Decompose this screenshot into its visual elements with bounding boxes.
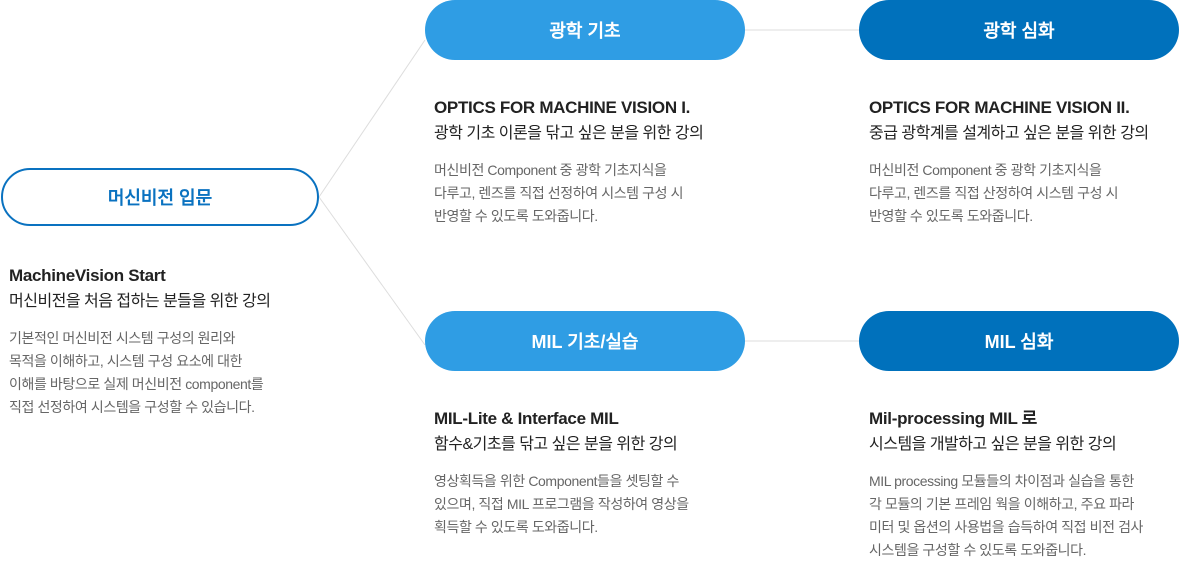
course-description: 머신비전 Component 중 광학 기초지식을 다루고, 렌즈를 직접 선정… (434, 159, 754, 228)
mil-basic-course-button[interactable]: MIL 기초/실습 (425, 311, 745, 371)
desc-line: 목적을 이해하고, 시스템 구성 요소에 대한 (9, 353, 243, 369)
desc-line: 다루고, 렌즈를 직접 선정하여 시스템 구성 시 (434, 185, 684, 201)
course-description: 기본적인 머신비전 시스템 구성의 원리와 목적을 이해하고, 시스템 구성 요… (9, 327, 329, 419)
connector-line (318, 196, 426, 346)
connector-line (318, 39, 426, 198)
mil-advanced-course-button[interactable]: MIL 심화 (859, 311, 1179, 371)
desc-line: 있으며, 직접 MIL 프로그램을 작성하여 영상을 (434, 496, 689, 512)
course-title: OPTICS FOR MACHINE VISION II. (869, 98, 1130, 117)
course-description: MIL processing 모듈들의 차이점과 실습을 통한 각 모듈의 기본… (869, 470, 1179, 562)
course-subtitle: 함수&기초를 닦고 싶은 분을 위한 강의 (434, 436, 678, 453)
desc-line: 획득할 수 있도록 도와줍니다. (434, 519, 598, 535)
course-subtitle: 광학 기초 이론을 닦고 싶은 분을 위한 강의 (434, 125, 704, 142)
intro-course-button[interactable]: 머신비전 입문 (1, 168, 319, 226)
course-description: 영상획득을 위한 Component들을 셋팅할 수 있으며, 직접 MIL 프… (434, 470, 754, 539)
course-title: OPTICS FOR MACHINE VISION I. (434, 98, 691, 117)
optics-basic-course-info: OPTICS FOR MACHINE VISION I. 광학 기초 이론을 닦… (434, 95, 754, 228)
desc-line: 직접 선정하여 시스템을 구성할 수 있습니다. (9, 399, 255, 415)
optics-basic-course-button[interactable]: 광학 기초 (425, 0, 745, 60)
desc-line: MIL processing 모듈들의 차이점과 실습을 통한 (869, 473, 1135, 489)
course-title: MachineVision Start (9, 266, 166, 285)
desc-line: 머신비전 Component 중 광학 기초지식을 (434, 162, 667, 178)
desc-line: 다루고, 렌즈를 직접 산정하여 시스템 구성 시 (869, 185, 1119, 201)
intro-course-info: MachineVision Start 머신비전을 처음 접하는 분들을 위한 … (9, 263, 329, 419)
desc-line: 시스템을 구성할 수 있도록 도와줍니다. (869, 542, 1087, 558)
course-subtitle: 시스템을 개발하고 싶은 분을 위한 강의 (869, 436, 1117, 453)
desc-line: 영상획득을 위한 Component들을 셋팅할 수 (434, 473, 679, 489)
desc-line: 머신비전 Component 중 광학 기초지식을 (869, 162, 1102, 178)
mil-basic-course-info: MIL-Lite & Interface MIL 함수&기초를 닦고 싶은 분을… (434, 406, 754, 539)
desc-line: 이해를 바탕으로 실제 머신비전 component를 (9, 376, 264, 392)
course-title: MIL-Lite & Interface MIL (434, 409, 619, 428)
course-subtitle: 중급 광학계를 설계하고 싶은 분을 위한 강의 (869, 125, 1149, 142)
course-title: Mil-processing MIL 로 (869, 409, 1038, 428)
desc-line: 기본적인 머신비전 시스템 구성의 원리와 (9, 330, 236, 346)
course-description: 머신비전 Component 중 광학 기초지식을 다루고, 렌즈를 직접 산정… (869, 159, 1179, 228)
desc-line: 반영할 수 있도록 도와줍니다. (434, 208, 598, 224)
desc-line: 반영할 수 있도록 도와줍니다. (869, 208, 1033, 224)
optics-advanced-course-info: OPTICS FOR MACHINE VISION II. 중급 광학계를 설계… (869, 95, 1179, 228)
mil-advanced-course-info: Mil-processing MIL 로 시스템을 개발하고 싶은 분을 위한 … (869, 406, 1179, 562)
desc-line: 미터 및 옵션의 사용법을 습득하여 직접 비전 검사 (869, 519, 1144, 535)
optics-advanced-course-button[interactable]: 광학 심화 (859, 0, 1179, 60)
desc-line: 각 모듈의 기본 프레임 웍을 이해하고, 주요 파라 (869, 496, 1135, 512)
course-subtitle: 머신비전을 처음 접하는 분들을 위한 강의 (9, 293, 271, 310)
